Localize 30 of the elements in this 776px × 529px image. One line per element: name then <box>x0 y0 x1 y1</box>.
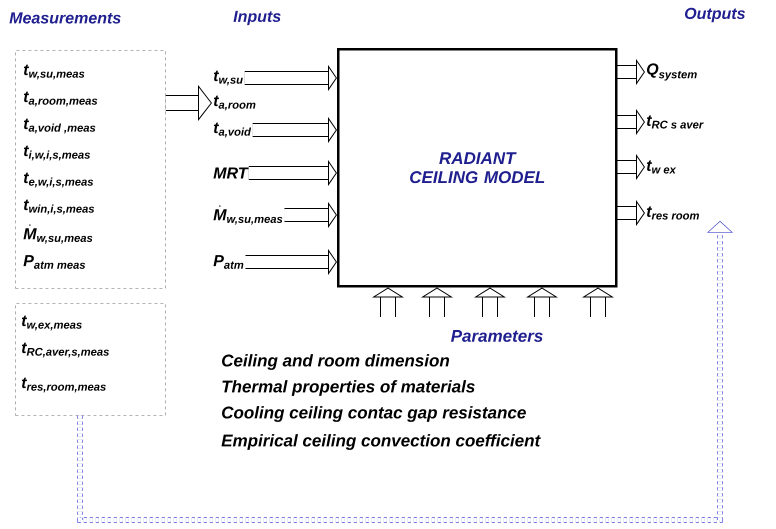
parameter-text: Cooling ceiling contac gap resistance <box>222 406 526 422</box>
input-label: $\text{P}_{\text{atm}}$ <box>214 255 244 269</box>
output-label: $\text{t}_{\text{RC s aver}}$ <box>646 115 704 129</box>
variable-label: $\text{t}_{\text{a,void ,meas}}$ <box>24 118 96 134</box>
output-label: $\text{t}_{\text{w ex}}$ <box>646 160 676 174</box>
output-label: $\text{t}_{\text{res room}}$ <box>646 206 699 220</box>
variable-label: $\text{P}_{\text{atm meas}}$ <box>24 255 86 269</box>
input-label: $\text{t}_{\text{a,room}}$ <box>214 96 256 110</box>
input-label: $\dot{\text{M}}_{\text{w,su,meas}}$ <box>214 205 282 225</box>
parameter-text: Empirical ceiling convection coefficient <box>222 434 541 450</box>
heading: Parameters <box>451 330 543 342</box>
variable-label: $\text{t}_{\text{a,room,meas}}$ <box>24 92 98 106</box>
variable-label: $\text{t}_{\text{w,ex,meas}}$ <box>22 316 82 330</box>
heading: Inputs <box>234 10 281 26</box>
variable-label: $\text{t}_{\text{win,i,s,meas}}$ <box>24 200 94 214</box>
heading: Measurements <box>10 12 121 24</box>
parameter-text: Thermal properties of materials <box>222 380 475 396</box>
variable-label: $\text{t}_{\text{i,w,i,s,meas}}$ <box>24 146 90 160</box>
input-label: $\text{t}_{\text{a,void}}$ <box>214 122 252 138</box>
model-box: RADIANT CEILING MODEL <box>337 48 618 288</box>
heading: Outputs <box>684 8 745 22</box>
variable-label: $\dot{\text{M}}_{\text{w,su,meas}}$ <box>24 224 92 244</box>
output-label: $\text{Q}_{\text{system}}$ <box>646 63 697 81</box>
parameter-text: Ceiling and room dimension <box>222 354 450 370</box>
input-label: $\text{MRT}$ <box>214 168 249 178</box>
input-label: $\text{t}_{\text{w,su}}$ <box>214 70 243 86</box>
variable-label: $\text{t}_{\text{w,su,meas}}$ <box>24 64 84 80</box>
variable-label: $\text{t}_{\text{RC,aver,s,meas}}$ <box>22 342 109 358</box>
variable-label: $\text{t}_{\text{res,room,meas}}$ <box>22 378 106 392</box>
variable-label: $\text{t}_{\text{e,w,i,s,meas}}$ <box>24 172 94 188</box>
